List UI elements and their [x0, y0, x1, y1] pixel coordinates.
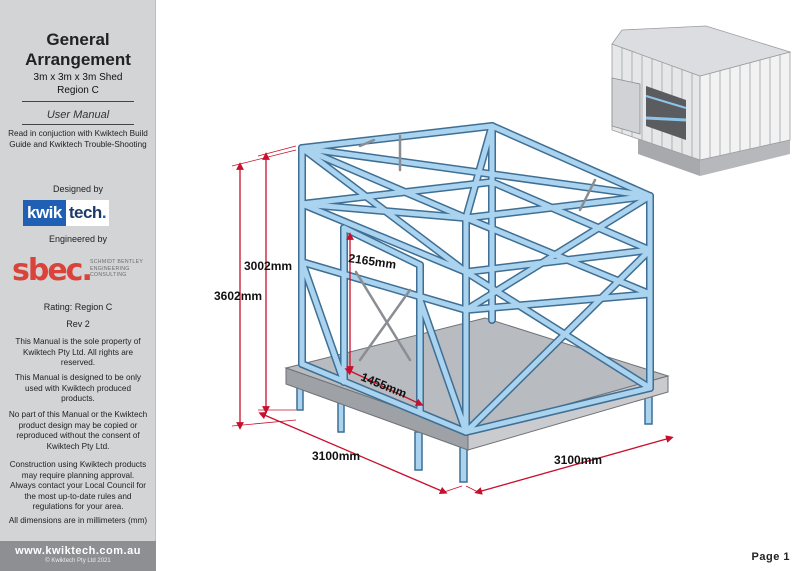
shed-frame-drawing: 3002mm 3602mm 2165mm 1455mm 3100mm 3100m… — [214, 25, 792, 495]
dim-door-height: 2165mm — [348, 251, 398, 272]
sbec-logo: sbec. SCHMIDT BENTLEY ENGINEERING CONSUL… — [12, 253, 144, 288]
dimension-lines — [231, 145, 674, 495]
copyright-text: © Kwiktech Pty Ltd 2021 — [45, 558, 111, 564]
sidebar-footer: www.kwiktech.com.au © Kwiktech Pty Ltd 2… — [0, 541, 156, 571]
dim-width: 3100mm — [554, 453, 602, 467]
rating-text: Rating: Region C — [43, 302, 113, 312]
kwiktech-logo: kwik tech. — [23, 200, 133, 226]
website-link[interactable]: www.kwiktech.com.au — [15, 545, 141, 557]
usage-note: This Manual is designed to be only used … — [14, 373, 142, 403]
divider — [22, 124, 134, 125]
dim-height-back: 3602mm — [214, 289, 262, 303]
page-number: Page 1 — [751, 551, 790, 563]
doc-title-line1: General — [46, 30, 110, 49]
doc-title-line2: Arrangement — [25, 50, 131, 69]
copy-note: No part of this Manual or the Kwiktech p… — [8, 410, 148, 451]
steel-frame — [298, 122, 654, 436]
units-note: All dimensions are in millimeters (mm) — [8, 516, 148, 525]
read-note: Read in conjuction with Kwiktech Build G… — [8, 129, 148, 149]
finished-shed-thumbnail — [611, 25, 792, 176]
dim-height-front: 3002mm — [244, 259, 292, 273]
property-note: This Manual is the sole property of Kwik… — [15, 337, 141, 367]
manual-label: User Manual — [46, 109, 110, 121]
doc-subtitle-line1: 3m x 3m x 3m Shed — [33, 72, 123, 83]
revision-text: Rev 2 — [66, 319, 90, 329]
info-sidebar: General Arrangement 3m x 3m x 3m Shed Re… — [0, 0, 156, 571]
engineered-by-label: Engineered by — [48, 234, 108, 244]
dim-depth: 3100mm — [312, 449, 360, 463]
doc-subtitle-line2: Region C — [57, 85, 99, 96]
planning-note: Construction using Kwiktech products may… — [9, 460, 147, 511]
general-arrangement-drawing: 3002mm 3602mm 2165mm 1455mm 3100mm 3100m… — [160, 0, 808, 571]
divider — [22, 101, 134, 102]
designed-by-label: Designed by — [52, 184, 104, 194]
